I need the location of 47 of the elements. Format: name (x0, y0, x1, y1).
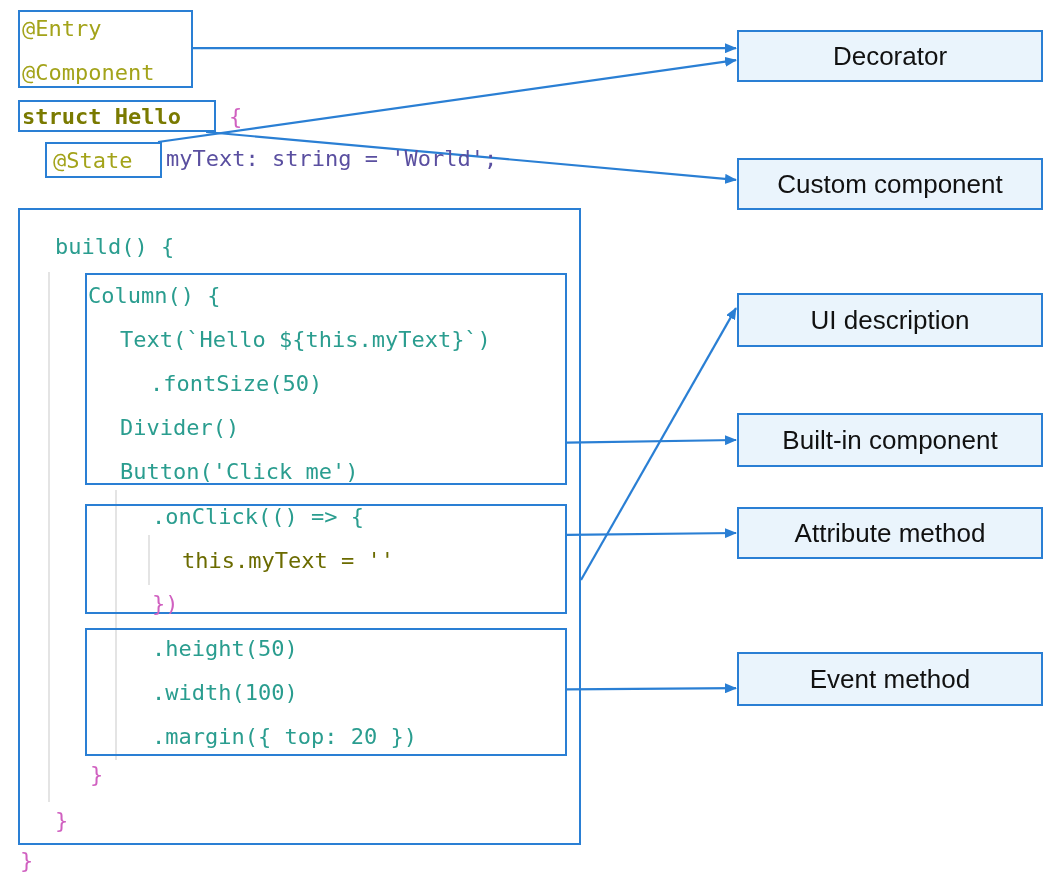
annotation-label: Built-in component (782, 424, 998, 456)
annotation-label: Event method (809, 663, 971, 695)
arrow (157, 56, 737, 144)
code-line: Column() { (88, 283, 221, 309)
code-highlight-box (18, 208, 581, 845)
arrow (567, 435, 737, 446)
code-line: .onClick(() => { (152, 504, 364, 530)
annotation-box (737, 293, 1043, 347)
code-highlight-box (18, 10, 193, 88)
arrow (567, 528, 737, 539)
code-line: .width(100) (152, 680, 298, 706)
code-line: Button('Click me') (120, 459, 359, 485)
code-line: .fontSize(50) (150, 371, 323, 397)
code-highlight-box (45, 142, 162, 178)
code-line: @Entry (22, 16, 102, 42)
annotation-label: UI description (810, 304, 970, 336)
arrow (580, 307, 737, 581)
arrow (567, 683, 737, 694)
code-line: } (55, 808, 69, 834)
annotation-label: Decorator (832, 40, 948, 72)
code-line: } (20, 848, 34, 874)
code-highlight-box (85, 504, 567, 614)
code-highlight-box (85, 273, 567, 485)
code-line: .height(50) (152, 636, 298, 662)
code-line: } (90, 762, 104, 788)
annotation-label: Attribute method (794, 517, 986, 549)
arrow (206, 130, 737, 184)
code-line: }) (152, 591, 179, 617)
code-line: @Component (22, 60, 155, 86)
annotation-box (737, 413, 1043, 467)
annotation-label: Custom component (777, 168, 1003, 200)
code-line: myText: string = 'World'; (166, 146, 498, 172)
code-line: @State (53, 148, 133, 174)
arrow (193, 43, 737, 54)
annotation-box (737, 158, 1043, 210)
annotation-box (737, 507, 1043, 559)
code-line: Divider() (120, 415, 240, 441)
code-line: struct Hello (22, 104, 181, 130)
code-line: .margin({ top: 20 }) (152, 724, 417, 750)
code-highlight-box (18, 100, 216, 132)
annotation-box (737, 30, 1043, 82)
code-line: this.myText = '' (182, 548, 394, 574)
code-line: { (229, 104, 243, 130)
code-highlight-box (85, 628, 567, 756)
code-line: Text(`Hello ${this.myText}`) (120, 327, 491, 353)
annotation-box (737, 652, 1043, 706)
code-line: build() { (55, 234, 175, 260)
